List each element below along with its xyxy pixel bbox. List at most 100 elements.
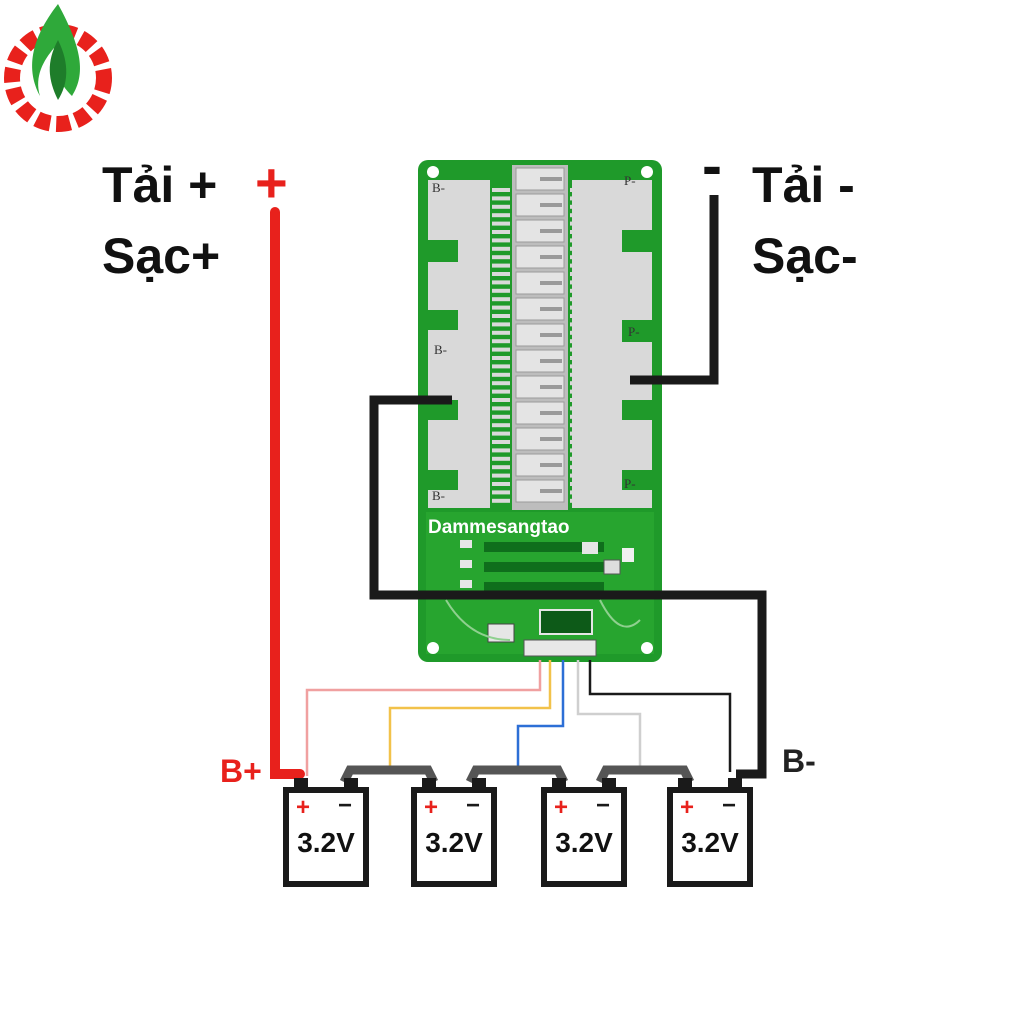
- pin: [570, 272, 588, 276]
- battery-cell: +−3.2V: [667, 778, 753, 887]
- pin: [492, 372, 510, 377]
- p-minus-pad: [572, 180, 652, 508]
- balance-wire-gray: [576, 660, 642, 768]
- pin: [570, 204, 588, 209]
- mosfet: [515, 401, 565, 425]
- pad-label-b-minus-mid: B-: [434, 342, 447, 357]
- pin: [570, 372, 588, 377]
- positive-main-wire: [270, 207, 305, 779]
- pin: [492, 498, 510, 503]
- pin: [492, 398, 510, 402]
- b-minus-pad: [428, 180, 490, 508]
- charge-plus-label: Sạc+: [102, 228, 220, 284]
- battery-plus-sign: +: [424, 794, 438, 821]
- pin: [492, 213, 510, 218]
- mount-hole: [641, 642, 653, 654]
- mosfet: [515, 271, 565, 295]
- minus-sign: -: [702, 132, 722, 199]
- battery-terminal-positive: [422, 778, 436, 790]
- battery-terminal-negative: [728, 778, 742, 790]
- mosfet: [515, 349, 565, 373]
- pin: [492, 246, 510, 251]
- pad-label-p-minus-mid: P-: [628, 324, 640, 339]
- pin: [570, 263, 588, 268]
- battery-cell: + − 3.2V: [541, 778, 627, 887]
- b-minus-wire: [369, 395, 767, 779]
- charge-minus-label: Sạc-: [752, 228, 858, 284]
- pin: [492, 423, 510, 428]
- pin: [492, 288, 510, 293]
- pin: [570, 305, 588, 310]
- pin: [492, 414, 510, 419]
- pin: [492, 389, 510, 394]
- battery-terminal-positive: [552, 778, 566, 790]
- mosfet: [515, 323, 565, 347]
- mosfet: [515, 453, 565, 477]
- pin: [570, 473, 588, 478]
- pin: [570, 255, 588, 260]
- battery-body: [667, 787, 753, 887]
- series-links: [339, 765, 695, 785]
- balance-wire-red: [305, 660, 542, 776]
- pin: [570, 406, 588, 411]
- pin: [492, 230, 510, 234]
- mosfet: [515, 297, 565, 321]
- pin: [492, 272, 510, 276]
- battery-voltage: 3.2V: [425, 827, 483, 858]
- battery-voltage: 3.2V: [555, 827, 613, 858]
- pin: [570, 465, 588, 470]
- load-minus-wire: [630, 195, 719, 385]
- series-link: [465, 765, 569, 785]
- mount-hole: [427, 166, 439, 178]
- pin: [570, 356, 588, 360]
- pin: [492, 431, 510, 436]
- negative-wires: [369, 195, 767, 779]
- pin: [492, 221, 510, 226]
- pin: [492, 330, 510, 335]
- pin: [570, 246, 588, 251]
- pin: [570, 381, 588, 386]
- battery-minus-sign: −: [596, 792, 610, 819]
- pin: [492, 347, 510, 352]
- pad-label-p-minus-top: P-: [624, 173, 636, 188]
- pin: [492, 381, 510, 386]
- pin: [570, 314, 588, 318]
- board-brand: Dammesangtao: [428, 517, 570, 538]
- battery-plus-sign: +: [296, 794, 310, 821]
- battery-minus-sign: −: [338, 792, 352, 819]
- battery-minus-sign: −: [466, 792, 480, 819]
- battery-terminal-positive: [678, 778, 692, 790]
- series-link: [595, 765, 695, 785]
- battery-cell: + − 3.2V: [411, 778, 497, 887]
- plus-sign: +: [255, 151, 288, 214]
- mosfet-array: [515, 167, 565, 503]
- mosfet: [515, 427, 565, 451]
- pin: [492, 364, 510, 369]
- mosfet: [515, 219, 565, 243]
- battery-terminal-positive: [294, 778, 308, 790]
- battery-plus-sign: +: [554, 794, 568, 821]
- mosfet: [515, 167, 565, 191]
- battery-terminal-negative: [602, 778, 616, 790]
- battery-body: [411, 787, 497, 887]
- series-link: [339, 765, 439, 785]
- pin: [570, 414, 588, 419]
- balance-wire-black: [588, 660, 732, 772]
- pin: [492, 305, 510, 310]
- pin: [570, 330, 588, 335]
- pin: [570, 339, 588, 344]
- pin: [570, 398, 588, 402]
- battery-cell: +−3.2V: [283, 778, 369, 887]
- mount-hole: [427, 642, 439, 654]
- mosfet: [515, 375, 565, 399]
- battery-body: [283, 787, 369, 887]
- pin: [492, 473, 510, 478]
- flame-gear-logo: [4, 4, 112, 132]
- pin: [570, 482, 588, 486]
- pad-label-p-minus-bottom: P-: [624, 476, 636, 491]
- load-plus-label: Tải +: [102, 157, 217, 213]
- pin: [492, 196, 510, 201]
- load-minus-label: Tải -: [752, 157, 855, 213]
- pin: [492, 280, 510, 285]
